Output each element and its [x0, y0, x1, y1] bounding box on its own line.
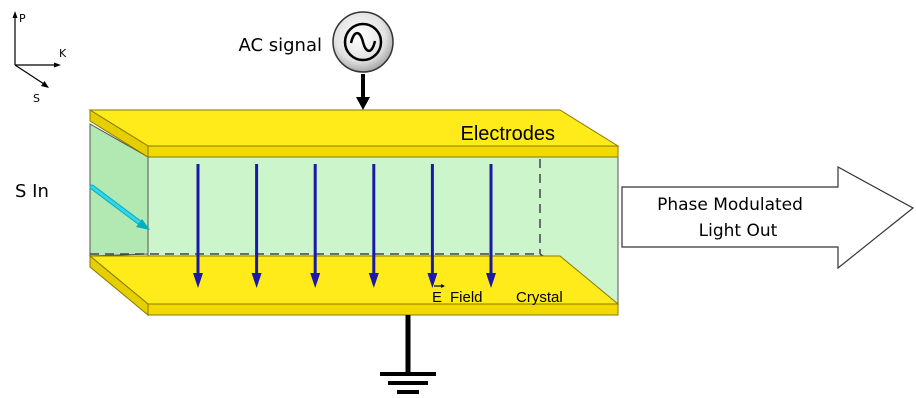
- sine-wave-icon: [349, 31, 377, 53]
- p-axis-arrowhead: [12, 11, 18, 18]
- field-arrow-head: [251, 273, 262, 288]
- input-light-arrow: [89, 184, 150, 230]
- bottom-electrode-front-face: [147, 303, 619, 316]
- ground-connection: [380, 315, 436, 394]
- p-axis-label: P: [19, 12, 26, 25]
- field-arrow-head: [486, 273, 496, 288]
- bottom-electrode: [88, 254, 620, 317]
- top-electrode: Electrodes: [88, 109, 620, 158]
- field-arrow-head: [193, 273, 203, 288]
- input-light-arrowhead: [136, 219, 150, 230]
- input-label: S In: [15, 181, 49, 202]
- ac-signal-source: AC signal: [238, 11, 394, 110]
- field-arrow-head: [310, 273, 321, 288]
- signal-lead-arrowhead: [356, 97, 370, 110]
- crystal-label: Crystal: [516, 289, 563, 306]
- field-label-group: E Field: [432, 284, 483, 306]
- s-axis-arrowhead: [41, 81, 49, 88]
- field-arrows: [193, 164, 496, 288]
- field-symbol: E: [432, 289, 442, 306]
- axis-triad: P K S: [12, 11, 67, 105]
- field-label: Field: [450, 289, 483, 306]
- k-axis-label: K: [59, 47, 67, 60]
- k-axis-arrowhead: [54, 62, 61, 68]
- ac-signal-label: AC signal: [238, 35, 322, 56]
- output-label-line2: Light Out: [699, 221, 778, 241]
- output-arrow-shape: [621, 165, 915, 270]
- field-vector-bar-tip: [441, 284, 445, 288]
- s-axis-label: S: [33, 92, 40, 105]
- top-electrode-front-face: [147, 145, 619, 158]
- field-arrow-head: [427, 273, 438, 288]
- electrodes-label: Electrodes: [461, 123, 556, 145]
- input-light-shaft: [90, 185, 142, 225]
- output-arrow: Phase Modulated Light Out: [621, 165, 915, 270]
- ac-source-ring: [343, 22, 383, 62]
- field-arrow-head: [368, 273, 379, 288]
- output-label-line1: Phase Modulated: [657, 195, 803, 215]
- s-axis: [14, 64, 45, 85]
